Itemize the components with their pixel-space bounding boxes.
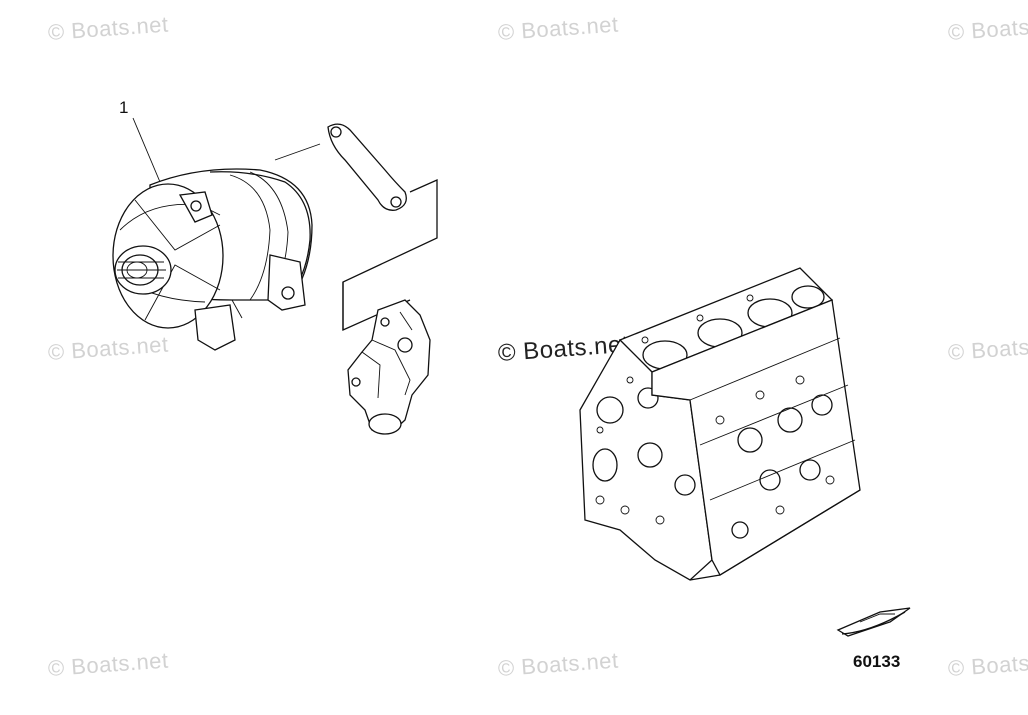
- bracket-strap[interactable]: [274, 123, 407, 211]
- figure-number: 60133: [853, 652, 901, 671]
- mounting-bracket[interactable]: [347, 299, 431, 435]
- callout-1-leader: [132, 117, 161, 183]
- callout-1[interactable]: 1: [119, 98, 129, 117]
- boat-icon: [836, 607, 911, 637]
- engine-block[interactable]: [579, 267, 861, 581]
- spacer-plate-outline: [342, 178, 438, 332]
- alternator[interactable]: [112, 168, 313, 351]
